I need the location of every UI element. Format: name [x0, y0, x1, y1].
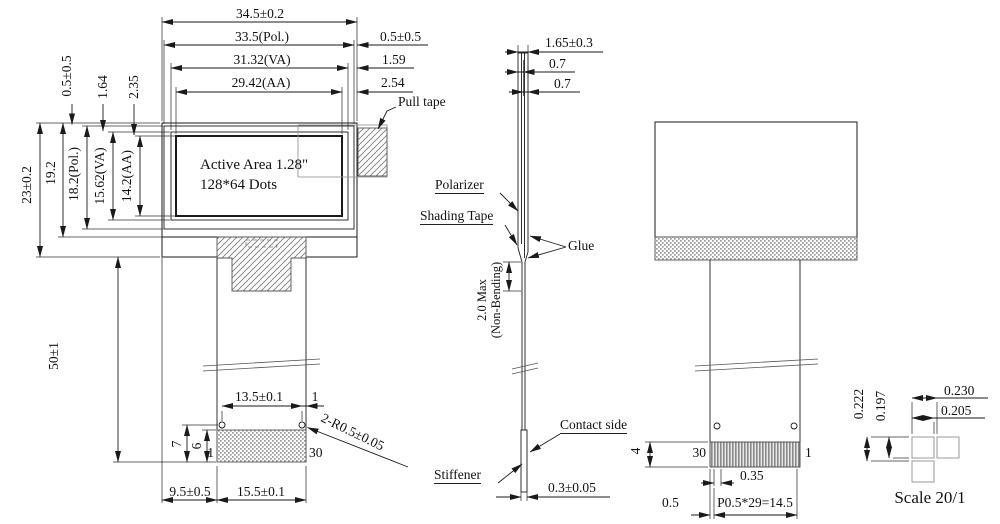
- alignment-hole: [713, 422, 721, 430]
- glue-leader: [527, 246, 567, 259]
- shading-tape-leader: [504, 224, 518, 246]
- polarizer-leader: [499, 192, 519, 212]
- dim-width-overall: 34.5±0.2: [236, 6, 284, 21]
- contact-pad-shape: [216, 429, 307, 463]
- fold-tape-shape: [216, 236, 307, 292]
- back-pin-number-first: 1: [805, 445, 812, 460]
- front-view-dimension-lines: [36, 17, 428, 503]
- dim-pad-height-outer: 7: [169, 440, 184, 448]
- dim-stiffener-thickness: 0.3±0.05: [548, 480, 596, 495]
- contact-side-label: Contact side: [560, 417, 628, 434]
- contact-side-leader: [529, 433, 561, 453]
- break-line: [511, 362, 539, 370]
- pin-strip-shape: [709, 441, 801, 468]
- back-pin-number-last: 30: [692, 445, 707, 460]
- dim-non-bending-line1: 2.0 Max: [475, 279, 489, 321]
- dim-height-glass: 19.2: [43, 161, 58, 185]
- dim-width-aa: 29.42(AA): [231, 75, 291, 90]
- dim-pitch-total: P0.5*29=14.5: [717, 495, 793, 510]
- pixel-square: [911, 460, 935, 483]
- side-view-dimension-lines: [496, 45, 610, 501]
- back-view-drawing: [654, 121, 858, 468]
- stiffener-leader: [497, 463, 523, 484]
- dim-width-va: 31.32(VA): [233, 52, 291, 67]
- dim-height-aa: 14.2(AA): [119, 149, 134, 203]
- break-line: [202, 363, 321, 372]
- glue-label: Glue: [568, 238, 595, 253]
- pull-tape-shape: [357, 127, 388, 177]
- break-line: [202, 358, 321, 367]
- break-line: [694, 363, 819, 372]
- break-line: [694, 358, 819, 367]
- dim-top-aa-offset: 2.35: [126, 75, 141, 99]
- dim-right-va-offset: 1.59: [382, 52, 406, 67]
- stiffener-label: Stiffener: [434, 467, 481, 484]
- hidden-connector-outline: [245, 239, 278, 248]
- alignment-hole: [790, 422, 798, 430]
- pixel-square: [911, 436, 935, 459]
- dim-pin-height: 4: [628, 447, 643, 455]
- dim-non-bending-line2: (Non-Bending): [489, 261, 503, 339]
- dim-top-pol-offset: 0.5±0.5: [59, 55, 74, 97]
- side-view-drawing: [511, 52, 539, 493]
- shading-tape-label: Shading Tape: [420, 208, 494, 225]
- alignment-hole: [218, 421, 226, 429]
- dim-layer-bottom: 0.7: [554, 76, 571, 91]
- pixel-square: [936, 436, 960, 459]
- dim-hole-to-edge: 1: [311, 389, 319, 404]
- dim-top-va-offset: 1.64: [95, 75, 110, 99]
- dim-non-bending: 2.0 Max (Non-Bending): [475, 255, 503, 345]
- dim-pad-width: 15.5±0.1: [237, 484, 285, 499]
- pull-tape-label: Pull tape: [398, 94, 446, 109]
- dim-pin-width: 0.35: [740, 468, 764, 483]
- dim-height-overall: 23±0.2: [19, 166, 34, 204]
- stiffener-shape: [520, 429, 528, 493]
- dim-width-pol: 33.5(Pol.): [235, 29, 289, 44]
- dim-pixel-h-pitch: 0.230: [944, 383, 975, 398]
- active-area-line1: Active Area 1.28": [200, 157, 309, 173]
- active-area-line2: 128*64 Dots: [200, 177, 278, 193]
- dim-thickness-total: 1.65±0.3: [545, 35, 593, 50]
- dim-right-pol-offset: 0.5±0.5: [380, 29, 422, 44]
- pin-number-first: 1: [207, 445, 214, 460]
- dim-hole-pitch: 13.5±0.1: [235, 389, 283, 404]
- dim-height-pol: 18.2(Pol.): [66, 147, 81, 201]
- dim-edge-margin: 0.5: [662, 495, 679, 510]
- pin-number-last: 30: [309, 445, 323, 460]
- break-line: [511, 367, 539, 375]
- pixel-detail-drawing: [911, 436, 960, 483]
- dim-height-va: 15.62(VA): [92, 147, 107, 205]
- front-view-drawing: [161, 122, 388, 463]
- glue-leader: [529, 235, 567, 248]
- back-ledge-shape: [654, 236, 858, 261]
- dim-right-aa-offset: 2.54: [381, 75, 405, 90]
- dim-pixel-v-size: 0.197: [873, 390, 888, 422]
- dim-fpc-length: 50±1: [46, 342, 61, 370]
- pixel-detail-dimension-lines: [864, 395, 988, 462]
- pull-tape-leader: [377, 106, 397, 130]
- dim-pixel-v-pitch: 0.222: [851, 388, 866, 420]
- active-area-text: Active Area 1.28" 128*64 Dots: [200, 155, 350, 195]
- dim-pixel-h-size: 0.205: [941, 403, 972, 418]
- dim-pad-offset: 9.5±0.5: [169, 484, 211, 499]
- hole-radius-leader: [307, 427, 409, 468]
- alignment-hole: [298, 421, 306, 429]
- dim-layer-top: 0.7: [549, 56, 566, 71]
- polarizer-label: Polarizer: [435, 177, 484, 194]
- back-view-dimension-lines: [645, 441, 798, 519]
- scale-label: Scale 20/1: [894, 488, 966, 507]
